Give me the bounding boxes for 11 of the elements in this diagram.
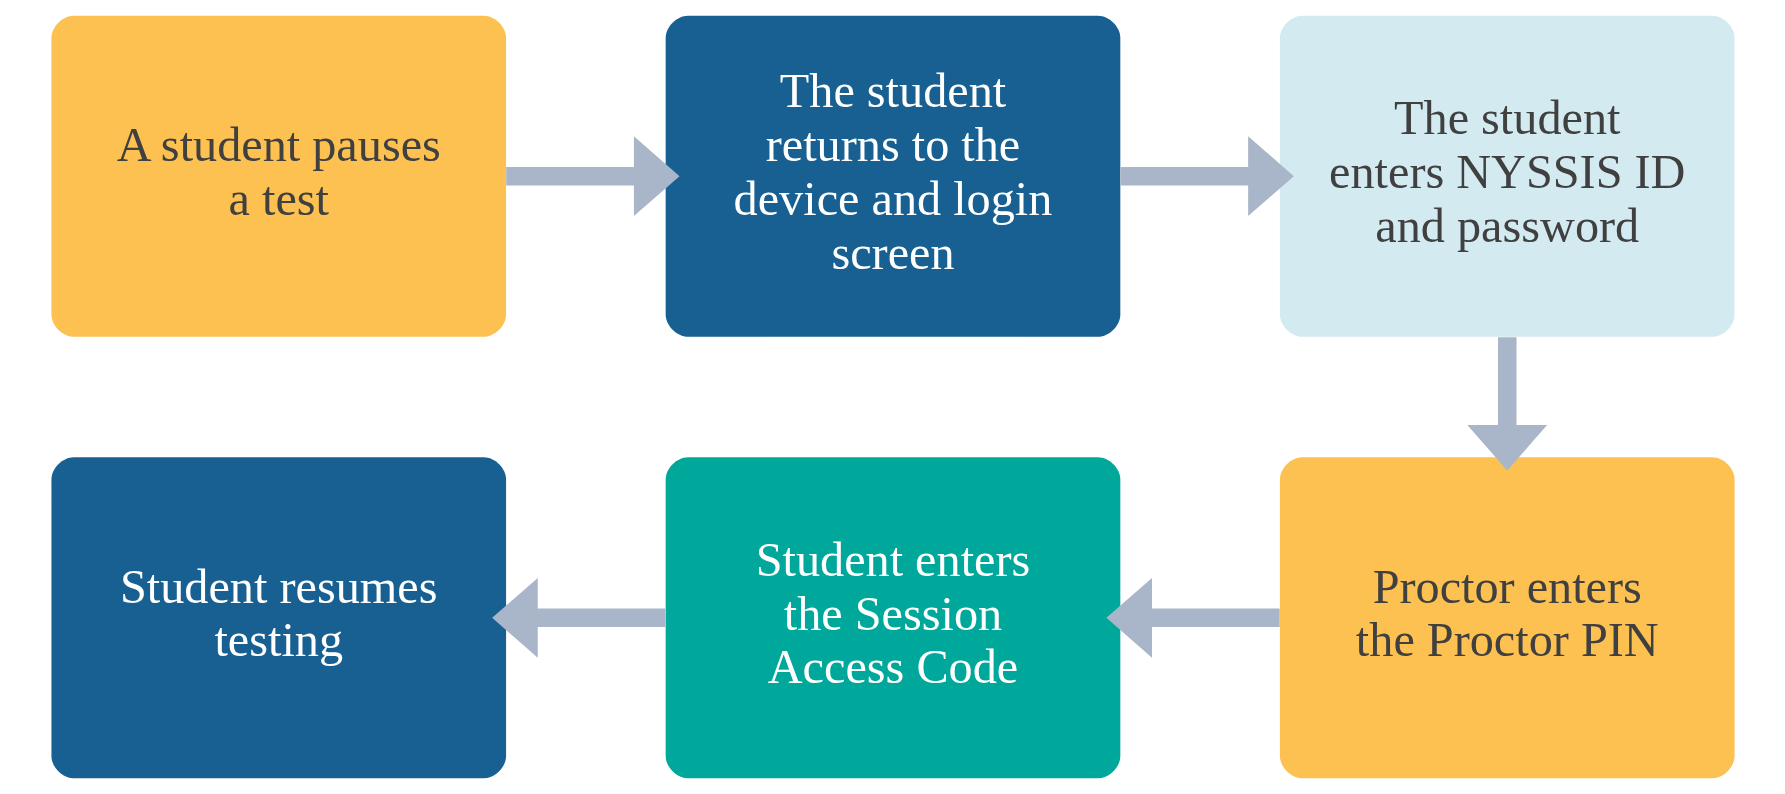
arrow — [491, 577, 665, 658]
node-box: The student returns to the device and login screen — [665, 15, 1120, 337]
node-box: A student pauses a test — [50, 15, 506, 337]
arrow — [1119, 136, 1294, 217]
arrow — [505, 136, 680, 217]
node-box: Student enters the Session Access Code — [665, 457, 1120, 779]
node-box: Student resumes testing — [50, 457, 506, 779]
node-box: Proctor enters the Proctor PIN — [1279, 457, 1735, 779]
node-box: The student enters NYSSIS ID and password — [1279, 15, 1735, 337]
arrow — [1105, 577, 1280, 658]
arrow — [1466, 337, 1547, 471]
